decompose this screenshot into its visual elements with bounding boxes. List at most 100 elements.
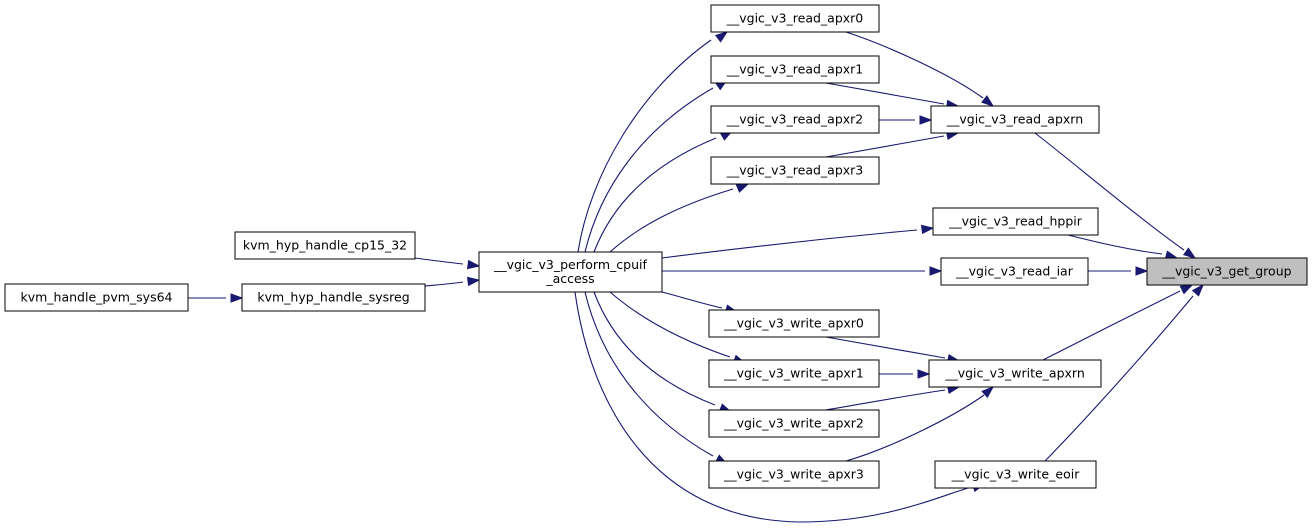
edge-line — [609, 188, 734, 253]
call-edges — [188, 31, 1204, 523]
edge-line — [825, 336, 946, 359]
edge-line — [1034, 132, 1185, 251]
edge-line — [845, 394, 985, 462]
edge-arrowhead — [1182, 247, 1197, 259]
node-label: __vgic_v3_read_apxr2 — [726, 112, 864, 127]
node-read-apxr3[interactable]: __vgic_v3_read_apxr3 — [710, 156, 880, 185]
node-box — [710, 105, 880, 134]
node-write-eoir[interactable]: __vgic_v3_write_eoir — [934, 460, 1097, 489]
edge-read-hppir-to-get-group — [1067, 234, 1179, 260]
node-write-apxr0[interactable]: __vgic_v3_write_apxr0 — [708, 309, 880, 338]
edge-line — [593, 137, 717, 253]
edge-arrowhead — [1135, 266, 1149, 276]
edge-read-iar-to-get-group — [1088, 266, 1149, 276]
node-read-apxrn[interactable]: __vgic_v3_read_apxrn — [930, 105, 1100, 134]
node-box — [478, 251, 663, 293]
node-label: __vgic_v3_write_apxr0 — [723, 316, 864, 331]
edge-write-apxr2-to-write-apxrn — [825, 384, 961, 411]
node-box — [710, 55, 880, 84]
edge-line — [1044, 295, 1194, 462]
node-write-apxrn[interactable]: __vgic_v3_write_apxrn — [928, 359, 1102, 388]
edge-read-apxr3-to-read-apxrn — [825, 130, 960, 158]
node-box — [710, 156, 880, 185]
node-box — [708, 460, 880, 489]
edge-line — [825, 135, 945, 158]
node-label: __vgic_v3_read_apxr0 — [726, 11, 864, 26]
node-label: __vgic_v3_write_apxr1 — [723, 366, 864, 381]
edge-arrowhead — [981, 95, 995, 107]
edge-line — [574, 291, 969, 523]
node-perform[interactable]: __vgic_v3_perform_cpuif_access — [478, 251, 663, 293]
edge-arrowhead — [921, 224, 935, 235]
edge-arrowhead — [714, 31, 729, 43]
node-sysreg[interactable]: kvm_hyp_handle_sysreg — [241, 283, 426, 312]
node-box — [930, 105, 1100, 134]
edge-read-apxr1-to-read-apxrn — [825, 82, 960, 110]
edge-arrowhead — [981, 386, 995, 399]
node-box — [934, 460, 1097, 489]
edge-arrowhead — [919, 115, 933, 125]
node-label: __vgic_v3_write_apxr3 — [723, 467, 864, 482]
node-box — [932, 207, 1099, 236]
edge-line — [845, 31, 984, 99]
edge-read-apxrn-to-get-group — [1034, 132, 1197, 259]
edge-line — [414, 257, 464, 265]
node-label: _access — [545, 271, 594, 286]
edge-arrowhead — [1191, 283, 1204, 297]
node-cp15-32[interactable]: kvm_hyp_handle_cp15_32 — [234, 231, 416, 260]
node-read-apxr0[interactable]: __vgic_v3_read_apxr0 — [710, 4, 880, 33]
node-label: __vgic_v3_write_apxrn — [944, 366, 1085, 381]
edge-arrowhead — [467, 259, 481, 270]
edge-arrowhead — [735, 183, 750, 193]
node-box — [241, 283, 426, 312]
edge-line — [825, 82, 945, 105]
node-label: kvm_hyp_handle_sysreg — [257, 290, 409, 305]
node-read-hppir[interactable]: __vgic_v3_read_hppir — [932, 207, 1099, 236]
node-label: kvm_hyp_handle_cp15_32 — [243, 238, 407, 253]
node-box — [928, 359, 1102, 388]
node-read-iar[interactable]: __vgic_v3_read_iar — [940, 257, 1089, 286]
node-read-apxr1[interactable]: __vgic_v3_read_apxr1 — [710, 55, 880, 84]
node-box — [708, 409, 880, 438]
node-box — [234, 231, 416, 260]
node-label: __vgic_v3_read_apxrn — [946, 112, 1083, 127]
edge-perform-to-read-iar — [662, 266, 943, 276]
edge-line — [661, 229, 918, 259]
edge-line — [584, 291, 714, 457]
node-get-group[interactable]: __vgic_v3_get_group — [1146, 257, 1308, 286]
node-label: kvm_handle_pvm_sys64 — [20, 290, 172, 305]
node-box — [940, 257, 1089, 286]
node-label: __vgic_v3_read_apxr1 — [726, 62, 864, 77]
node-box — [1146, 257, 1308, 286]
edge-arrowhead — [929, 266, 943, 276]
edge-line — [593, 291, 716, 406]
node-write-apxr2[interactable]: __vgic_v3_write_apxr2 — [708, 409, 880, 438]
edge-arrowhead — [467, 276, 481, 287]
edge-sysreg-to-perform — [424, 276, 481, 287]
edge-arrowhead — [917, 369, 931, 379]
edge-line — [661, 291, 723, 309]
edge-write-eoir-to-get-group — [1044, 283, 1204, 462]
edge-line — [1067, 234, 1163, 255]
node-write-apxr3[interactable]: __vgic_v3_write_apxr3 — [708, 460, 880, 489]
edge-line — [609, 291, 731, 358]
node-box — [708, 359, 880, 388]
edge-read-apxr2-to-read-apxrn — [879, 115, 933, 125]
edge-read-apxr0-to-read-apxrn — [845, 31, 995, 107]
node-label: __vgic_v3_read_hppir — [948, 214, 1083, 229]
node-read-apxr2[interactable]: __vgic_v3_read_apxr2 — [710, 105, 880, 134]
function-nodes: __vgic_v3_read_apxr0 __vgic_v3_read_apxr1… — [4, 4, 1308, 489]
node-pvm-sys64[interactable]: kvm_handle_pvm_sys64 — [4, 283, 189, 312]
node-label: __vgic_v3_perform_cpuif — [493, 257, 647, 272]
edge-line — [577, 39, 712, 253]
edge-line — [1042, 290, 1181, 361]
edge-perform-to-read-hppir — [661, 224, 935, 259]
edge-pvm-sys64-to-sysreg — [188, 293, 244, 303]
edge-arrowhead — [1179, 284, 1194, 295]
node-label: __vgic_v3_write_apxr2 — [723, 416, 864, 431]
edge-arrowhead — [230, 293, 244, 303]
edge-line — [825, 389, 946, 411]
node-write-apxr1[interactable]: __vgic_v3_write_apxr1 — [708, 359, 880, 388]
edge-cp15-32-to-perform — [414, 257, 481, 270]
